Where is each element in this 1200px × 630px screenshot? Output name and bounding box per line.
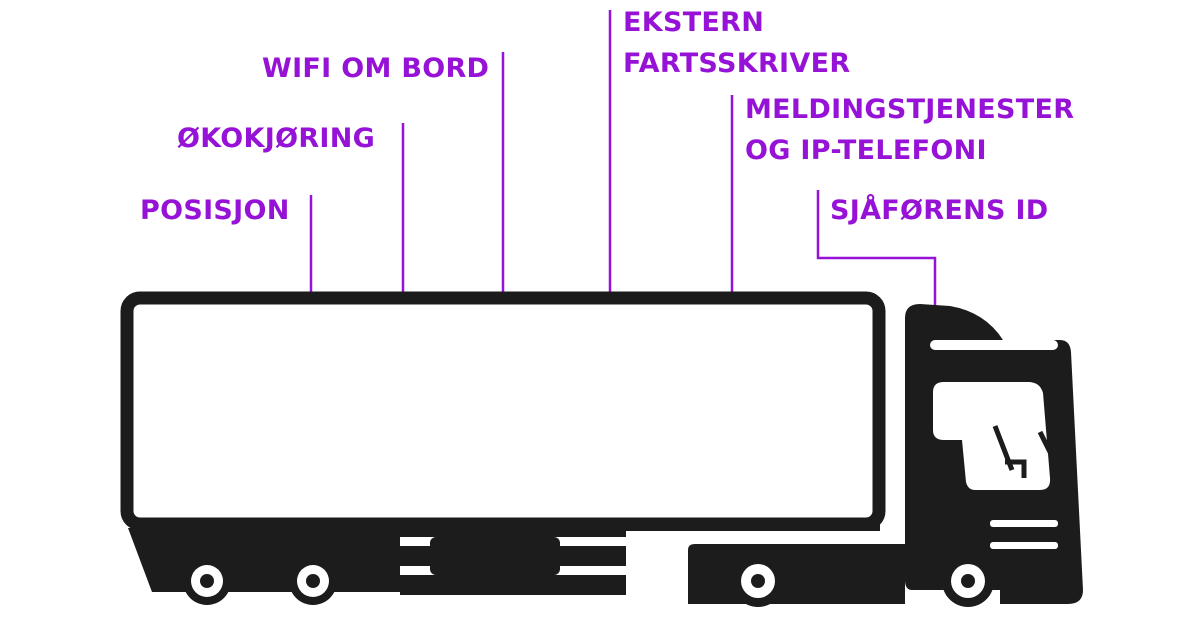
leader-line-sjafor — [816, 190, 937, 306]
label-sjaforens-id: SJÅFØRENS ID — [830, 195, 1049, 226]
label-posisjon: POSISJON — [140, 195, 290, 226]
cab-grille-1 — [990, 520, 1058, 527]
label-okokjoring: ØKOKJØRING — [177, 123, 376, 154]
label-ekstern-line1: EKSTERN — [623, 7, 765, 38]
cab-visor — [930, 340, 1058, 350]
cab-grille-2 — [990, 542, 1058, 549]
leader-lines — [309, 10, 937, 306]
trailer-skirt — [128, 528, 405, 592]
steering-wheel — [992, 425, 1053, 478]
trailer-box — [120, 291, 886, 531]
fuel-tank — [430, 537, 560, 575]
label-wifi-om-bord: WIFI OM BORD — [262, 53, 490, 84]
wheels — [183, 555, 994, 607]
truck-icon — [120, 291, 1083, 607]
label-meldings-line2: OG IP-TELEFONI — [745, 135, 987, 166]
label-meldings-line1: MELDINGSTJENESTER — [745, 94, 1075, 125]
label-ekstern-fartsskriver: EKSTERN FARTSSKRIVER — [623, 2, 850, 84]
tractor-chassis — [688, 544, 905, 604]
label-ekstern-line2: FARTSSKRIVER — [623, 48, 851, 79]
label-meldingstjenester: MELDINGSTJENESTER OG IP-TELEFONI — [745, 89, 1074, 171]
